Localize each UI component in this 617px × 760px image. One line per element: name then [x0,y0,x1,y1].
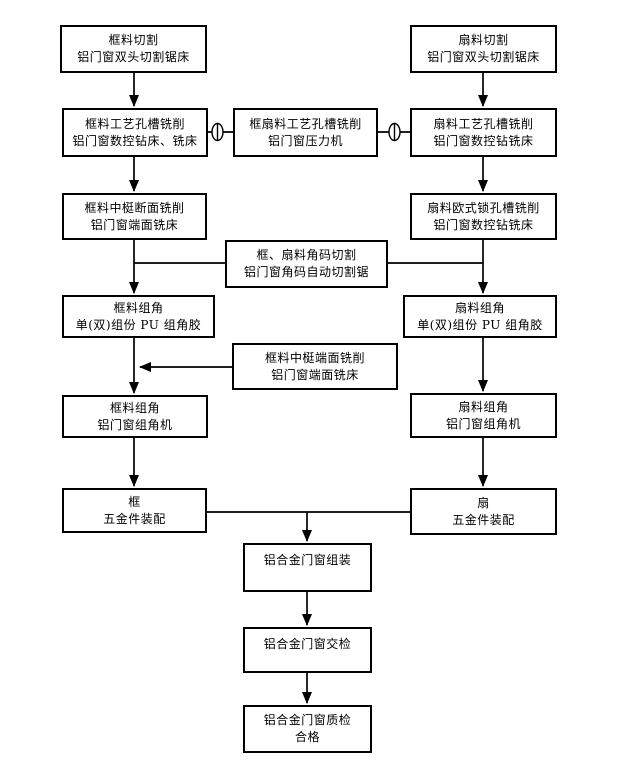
node-sash-corner-joining-machine: 扇料组角 铝门窗组角机 [410,393,557,438]
node-title: 铝合金门窗组装 [263,553,352,567]
node-machine: 铝门窗压力机 [267,133,343,148]
node-machine: 铝门窗端面铣床 [90,217,179,232]
node-corner-key-cutting: 框、扇料角码切割 铝门窗角码自动切割锯 [225,240,388,288]
node-machine: 铝门窗组角机 [445,416,521,431]
node-frame-corner-joining-machine: 框料组角 铝门窗组角机 [62,395,208,438]
node-frame-cutting: 框料切割 铝门窗双头切割锯床 [60,25,207,73]
node-title: 框 [128,494,141,509]
node-result: 合格 [294,730,320,744]
node-title: 扇料切割 [458,33,509,47]
node-frame-process-hole-milling: 框料工艺孔槽铣削 铝门窗数控钻床、铣床 [62,108,208,157]
node-title: 框料组角 [109,400,160,415]
node-machine: 铝门窗组角机 [97,417,173,432]
node-title: 框料切割 [108,33,159,47]
node-title: 框料工艺孔槽铣削 [84,116,185,131]
node-sash-corner-joining-glue: 扇料组角 单(双)组份 PU 组角胶 [403,295,557,338]
node-sash-euro-lock-milling: 扇料欧式锁孔槽铣削 铝门窗数控钻铣床 [410,193,557,240]
node-frame-corner-joining-glue: 框料组角 单(双)组份 PU 组角胶 [62,295,215,338]
node-title: 扇料组角 [454,300,505,315]
node-machine: 铝门窗端面铣床 [271,367,359,382]
node-window-assembly: 铝合金门窗组装 [243,543,372,592]
node-frame-mullion-end-milling: 框料中梃端面铣削 铝门窗端面铣床 [232,343,398,390]
node-machine: 单(双)组份 PU 组角胶 [417,317,543,332]
node-machine: 铝门窗数控钻铣床 [433,133,534,148]
node-title: 框扇料工艺孔槽铣削 [249,116,362,131]
node-title: 铝合金门窗交检 [263,637,352,651]
node-title: 扇 [477,495,490,510]
node-frame-sash-process-hole-milling: 框扇料工艺孔槽铣削 铝门窗压力机 [233,108,378,157]
node-machine: 铝门窗角码自动切割锯 [243,265,369,279]
node-title: 扇料工艺孔槽铣削 [433,116,534,131]
circled-vertical-bar-icon [211,122,224,142]
node-machine: 铝门窗双头切割锯床 [427,50,540,64]
node-title: 框料中梃断面铣削 [84,200,185,215]
node-title: 框、扇料角码切割 [256,248,357,262]
node-title: 铝合金门窗质检 [263,713,352,727]
node-machine: 铝门窗双头切割锯床 [77,50,190,64]
node-title: 扇料欧式锁孔槽铣削 [427,200,540,215]
node-sash-hardware-assembly: 扇 五金件装配 [410,488,557,535]
node-title: 框料中梃端面铣削 [264,350,365,365]
node-machine: 五金件装配 [452,512,515,527]
node-frame-mullion-section-milling: 框料中梃断面铣削 铝门窗端面铣床 [62,193,207,240]
node-frame-hardware-assembly: 框 五金件装配 [62,488,207,533]
node-delivery-inspection: 铝合金门窗交检 [243,627,372,673]
node-sash-process-hole-milling: 扇料工艺孔槽铣削 铝门窗数控钻铣床 [410,108,557,157]
node-sash-cutting: 扇料切割 铝门窗双头切割锯床 [410,25,557,73]
node-title: 框料组角 [113,300,164,315]
node-machine: 单(双)组份 PU 组角胶 [75,317,202,332]
node-machine: 铝门窗数控钻床、铣床 [72,133,198,148]
node-machine: 铝门窗数控钻铣床 [433,217,534,232]
node-quality-inspection-pass: 铝合金门窗质检 合格 [243,705,372,753]
node-title: 扇料组角 [458,399,509,414]
node-machine: 五金件装配 [103,511,166,526]
circled-vertical-bar-icon [388,122,401,142]
